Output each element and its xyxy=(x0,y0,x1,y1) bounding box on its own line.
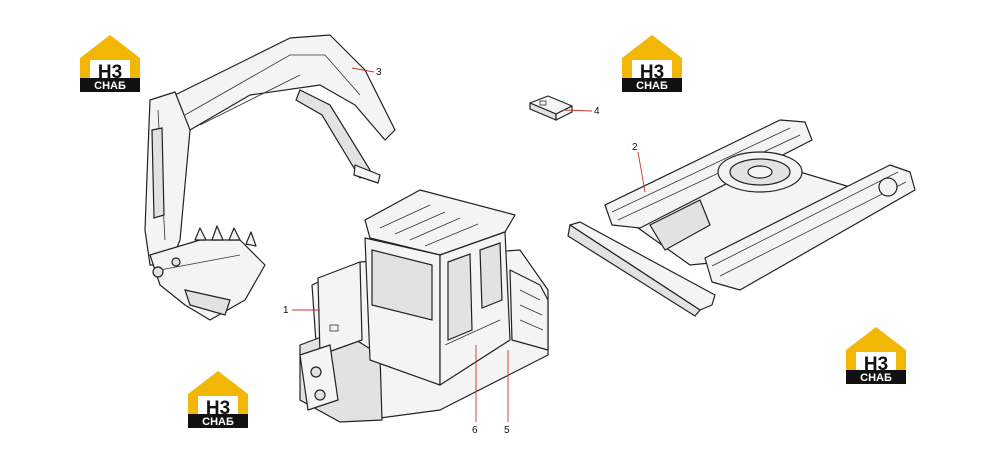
logo-mark: H3 xyxy=(640,62,664,83)
callout-5: 5 xyxy=(504,425,510,436)
callout-4: 4 xyxy=(594,106,600,117)
logo-text: СНАБ xyxy=(202,416,234,428)
leader-3 xyxy=(351,67,375,73)
callouts: 1 2 3 4 5 6 xyxy=(283,67,646,436)
leader-2 xyxy=(637,151,646,193)
callout-1: 1 xyxy=(283,305,289,316)
logo-mark: H3 xyxy=(864,354,888,375)
logo-text: СНАБ xyxy=(636,80,668,92)
boom-arm-bucket-assembly xyxy=(144,34,396,321)
logo-text: СНАБ xyxy=(860,372,892,384)
undercarriage-assembly xyxy=(567,119,916,317)
cab-upper-structure xyxy=(299,189,549,423)
logo-mark: H3 xyxy=(98,62,122,83)
logo-top-right: H3 СНАБ xyxy=(622,35,682,92)
small-part-4 xyxy=(529,95,573,121)
logo-bottom-right: H3 СНАБ xyxy=(846,327,906,384)
logo-mark: H3 xyxy=(206,398,230,419)
callout-3: 3 xyxy=(376,67,382,78)
callout-2: 2 xyxy=(632,142,638,153)
leader-4 xyxy=(562,109,593,112)
logo-bottom-left: H3 СНАБ xyxy=(188,371,248,428)
logo-text: СНАБ xyxy=(94,80,126,92)
logo-top-left: H3 СНАБ xyxy=(80,35,140,92)
callout-6: 6 xyxy=(472,425,478,436)
